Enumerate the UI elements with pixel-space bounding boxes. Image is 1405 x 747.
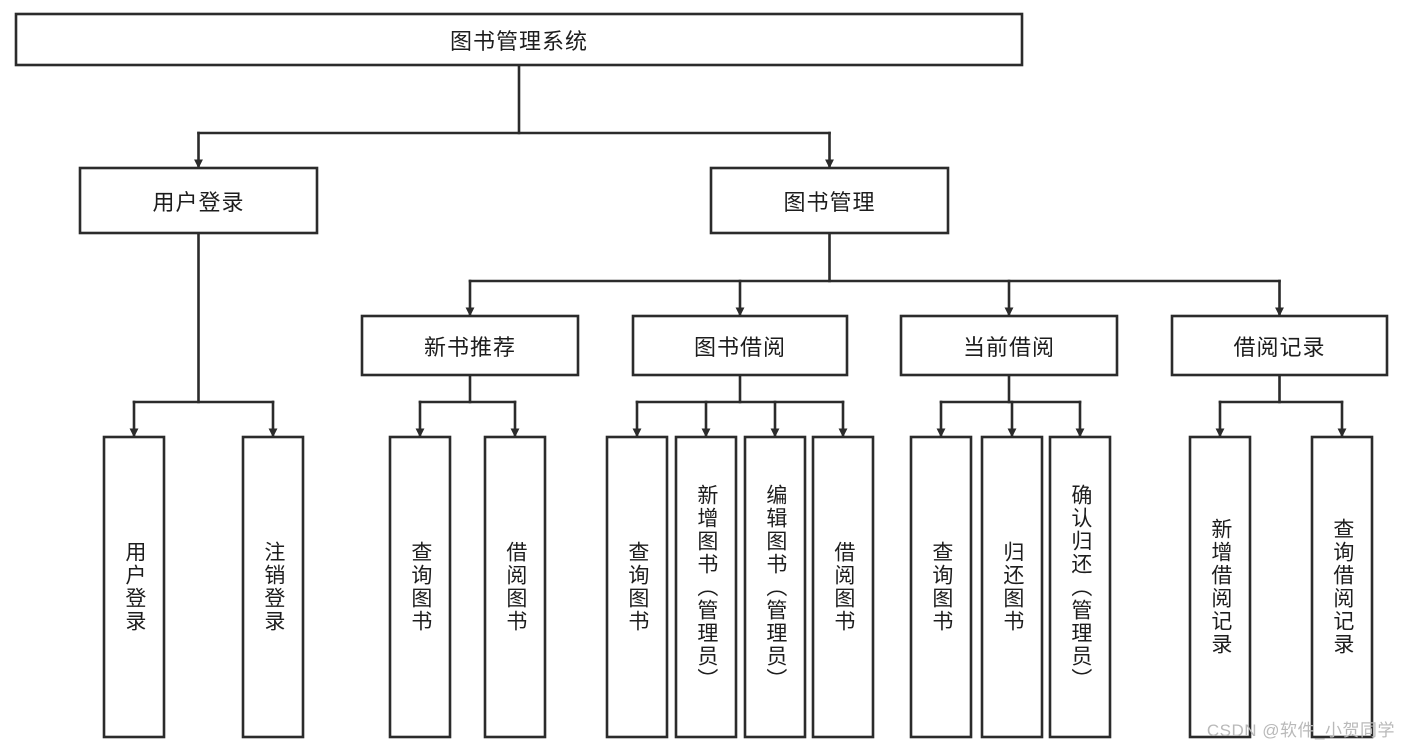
node-box-l3-record[interactable]	[1170, 314, 1389, 377]
node-box-l2-book-mgmt[interactable]	[709, 166, 950, 235]
node-box-leaf-logout[interactable]	[241, 435, 305, 739]
node-box-leaf-query-book-a[interactable]	[388, 435, 452, 739]
connector-layer	[129, 63, 1347, 438]
node-box-leaf-query-book-c[interactable]	[909, 435, 973, 739]
node-box-leaf-add-book[interactable]	[674, 435, 738, 739]
node-box-l2-user-login[interactable]	[78, 166, 319, 235]
node-box-leaf-query-book-b[interactable]	[605, 435, 669, 739]
node-box-layer	[14, 12, 1389, 739]
node-box-l3-new-book[interactable]	[360, 314, 580, 377]
node-box-leaf-add-record[interactable]	[1188, 435, 1252, 739]
node-box-leaf-confirm-return[interactable]	[1048, 435, 1112, 739]
node-box-leaf-borrow-book-b[interactable]	[811, 435, 875, 739]
node-box-l3-current[interactable]	[899, 314, 1119, 377]
watermark-text: CSDN @软件_小贺同学	[1206, 721, 1395, 740]
node-box-leaf-query-record[interactable]	[1310, 435, 1374, 739]
node-box-leaf-return-book[interactable]	[980, 435, 1044, 739]
node-box-leaf-user-login[interactable]	[102, 435, 166, 739]
node-box-leaf-borrow-book-a[interactable]	[483, 435, 547, 739]
node-box-root[interactable]	[14, 12, 1024, 67]
node-box-l3-borrow[interactable]	[631, 314, 849, 377]
node-box-leaf-edit-book[interactable]	[743, 435, 807, 739]
